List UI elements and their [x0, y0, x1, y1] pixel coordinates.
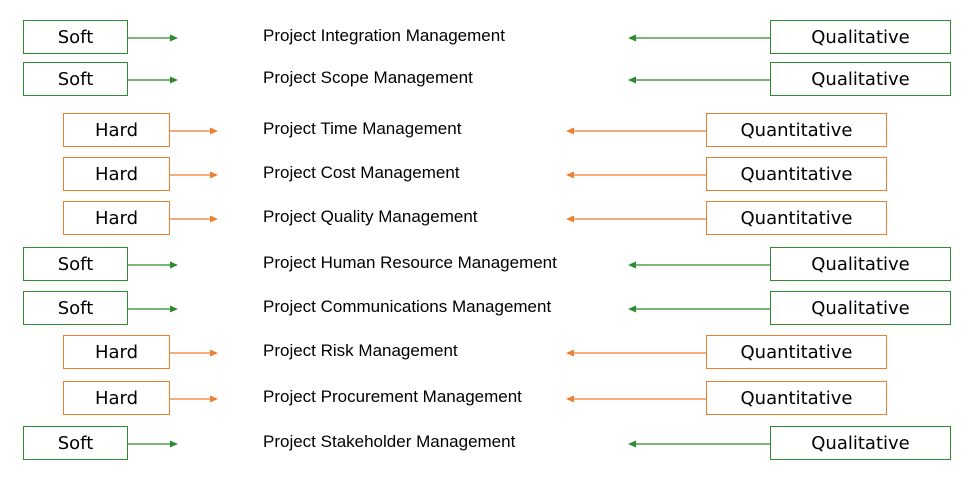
left-arrow-icon — [566, 395, 706, 403]
diagram-row: Soft Project Communications Management Qua… — [0, 291, 980, 327]
qualitative-box: Qualitative — [770, 291, 951, 325]
diagram-row: Soft Project Human Resource Management Qua… — [0, 247, 980, 283]
diagram-row: Hard Project Procurement Management Quanti… — [0, 381, 980, 417]
knowledge-area-label: Project Human Resource Management — [263, 253, 557, 272]
knowledge-area-label: Project Communications Management — [263, 297, 552, 316]
quantitative-box: Quantitative — [706, 157, 887, 191]
right-arrow-icon — [128, 305, 178, 313]
left-arrow-icon — [628, 305, 770, 313]
diagram-row: Hard Project Quality Management Quantitati… — [0, 201, 980, 237]
left-arrow-icon — [628, 76, 770, 84]
right-arrow-icon — [128, 440, 178, 448]
diagram-row: Hard Project Cost Management Quantitative — [0, 157, 980, 193]
soft-skill-box: Soft — [23, 426, 128, 460]
hard-skill-box: Hard — [63, 113, 170, 147]
left-arrow-icon — [566, 171, 706, 179]
right-arrow-icon — [128, 34, 178, 42]
right-arrow-icon — [170, 395, 218, 403]
soft-skill-box: Soft — [23, 291, 128, 325]
left-arrow-icon — [566, 127, 706, 135]
quantitative-box: Quantitative — [706, 201, 887, 235]
diagram-row: Soft Project Stakeholder Management Qualit… — [0, 426, 980, 462]
knowledge-area-label: Project Procurement Management — [263, 387, 522, 406]
soft-skill-box: Soft — [23, 20, 128, 54]
right-arrow-icon — [128, 76, 178, 84]
right-arrow-icon — [170, 127, 218, 135]
hard-skill-box: Hard — [63, 381, 170, 415]
right-arrow-icon — [128, 261, 178, 269]
knowledge-area-label: Project Stakeholder Management — [263, 432, 516, 451]
left-arrow-icon — [628, 261, 770, 269]
left-arrow-icon — [628, 440, 770, 448]
quantitative-box: Quantitative — [706, 335, 887, 369]
right-arrow-icon — [170, 215, 218, 223]
hard-skill-box: Hard — [63, 201, 170, 235]
diagram-row: Soft Project Scope Management Qualitative — [0, 62, 980, 98]
qualitative-box: Qualitative — [770, 20, 951, 54]
hard-skill-box: Hard — [63, 157, 170, 191]
quantitative-box: Quantitative — [706, 113, 887, 147]
knowledge-area-label: Project Time Management — [263, 119, 462, 138]
diagram-row: Hard Project Risk Management Quantitative — [0, 335, 980, 371]
soft-skill-box: Soft — [23, 247, 128, 281]
diagram-row: Hard Project Time Management Quantitative — [0, 113, 980, 149]
right-arrow-icon — [170, 171, 218, 179]
left-arrow-icon — [566, 349, 706, 357]
hard-skill-box: Hard — [63, 335, 170, 369]
knowledge-area-label: Project Cost Management — [263, 163, 460, 182]
diagram-row: Soft Project Integration Management Qualit… — [0, 20, 980, 56]
qualitative-box: Qualitative — [770, 247, 951, 281]
left-arrow-icon — [628, 34, 770, 42]
qualitative-box: Qualitative — [770, 426, 951, 460]
qualitative-box: Qualitative — [770, 62, 951, 96]
knowledge-area-label: Project Integration Management — [263, 26, 505, 45]
knowledge-area-label: Project Risk Management — [263, 341, 458, 360]
knowledge-area-label: Project Quality Management — [263, 207, 478, 226]
left-arrow-icon — [566, 215, 706, 223]
quantitative-box: Quantitative — [706, 381, 887, 415]
right-arrow-icon — [170, 349, 218, 357]
soft-skill-box: Soft — [23, 62, 128, 96]
knowledge-area-label: Project Scope Management — [263, 68, 473, 87]
